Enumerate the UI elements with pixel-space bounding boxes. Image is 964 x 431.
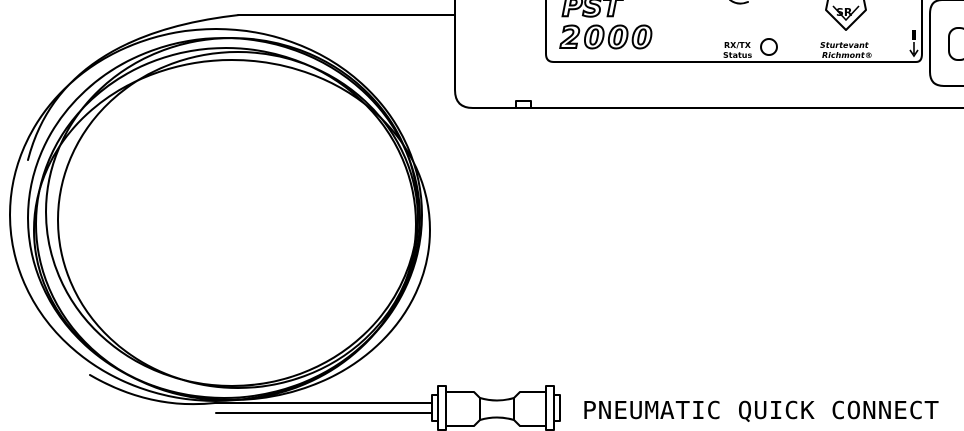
device-side-button (929, 0, 964, 87)
model-line1: PST (562, 0, 624, 23)
device-faceplate (545, 0, 923, 63)
model-line2: 2000 (560, 21, 656, 56)
status-label-line1: RX/TX (724, 41, 752, 50)
quick-connect-fitting (431, 385, 561, 431)
connector-label: PNEUMATIC QUICK CONNECT (582, 396, 940, 425)
hose (27, 0, 456, 414)
device-housing (454, 0, 964, 109)
maker-line1: Sturtevant (820, 41, 870, 50)
port-arrow-icon (909, 30, 919, 58)
logo-text: SR (836, 6, 853, 19)
hose-coil (9, 28, 431, 402)
sr-logo-icon: SR (825, 0, 867, 31)
status-label-line2: Status (723, 51, 753, 60)
status-led-icon (760, 38, 778, 56)
maker-line2: Richmont® (822, 51, 873, 60)
